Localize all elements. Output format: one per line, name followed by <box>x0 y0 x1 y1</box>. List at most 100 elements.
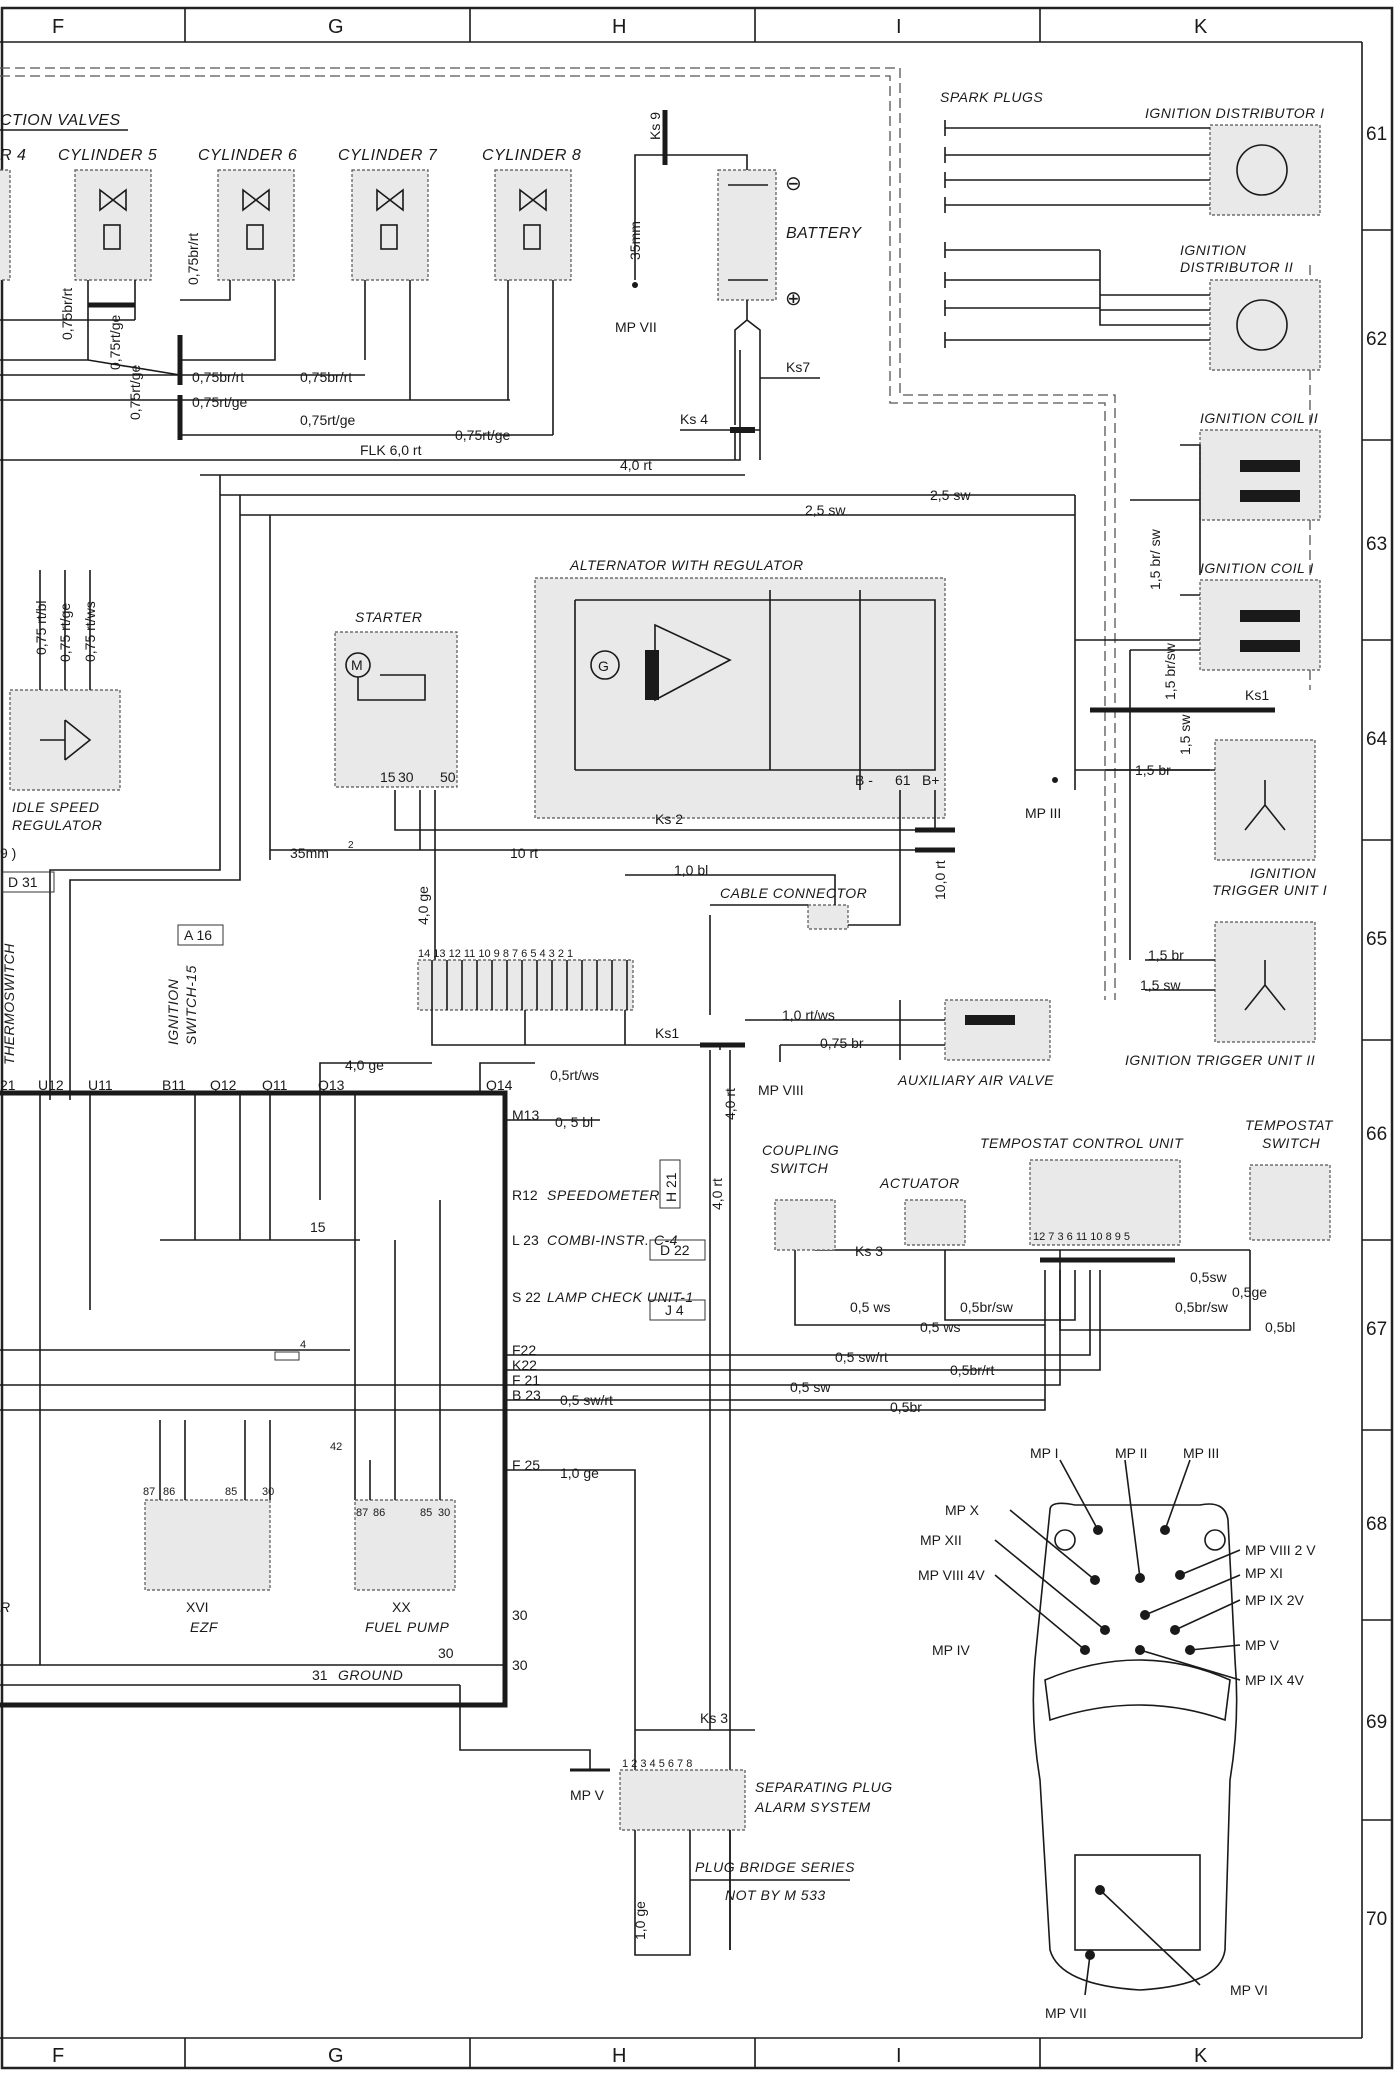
svg-text:F 21: F 21 <box>512 1372 540 1388</box>
svg-text:IGNITION COIL I: IGNITION COIL I <box>1200 560 1314 576</box>
tempostat-wiring <box>505 1249 1251 1411</box>
ignition-coil-1: IGNITION COIL I <box>1199 560 1321 671</box>
ref-j4-box <box>649 1299 706 1321</box>
battery-plus: ⊕ <box>785 288 802 310</box>
bus-31: 31 <box>312 1667 328 1683</box>
ks3-label-lower: Ks 3 <box>700 1710 728 1726</box>
svg-text:IGNITION TRIGGER UNIT II: IGNITION TRIGGER UNIT II <box>1125 1052 1315 1068</box>
ignition-distributor-1: IGNITION DISTRIBUTOR I <box>1145 105 1324 216</box>
mp7-point <box>632 282 638 288</box>
wire-40ge-2: 4,0 ge <box>345 1057 384 1073</box>
wire-075rtbl: 0,75 rt/bl <box>33 601 49 655</box>
svg-text:M: M <box>351 657 363 673</box>
ks1-label-lower: Ks1 <box>655 1025 679 1041</box>
svg-text:IGNITION: IGNITION <box>1180 242 1247 258</box>
wire-075rtws: 0,75 rt/ws <box>82 601 98 662</box>
battery-minus: ⊖ <box>785 173 802 195</box>
mp11-label: MP XI <box>1245 1565 1283 1581</box>
aux-air-wiring <box>745 1000 945 1062</box>
starter-30: 30 <box>398 769 414 785</box>
wire-15brsw-2: 1,5 br/sw <box>1162 642 1178 700</box>
wire-05ge: 0,5ge <box>1232 1284 1267 1300</box>
cable-connector-wiring <box>625 790 901 1015</box>
svg-text:SWITCH: SWITCH <box>1262 1135 1321 1151</box>
wire-35mm-battery: 35mm <box>627 221 643 260</box>
combi-label: COMBI-INSTR. C-4 <box>547 1232 678 1248</box>
svg-text:30: 30 <box>512 1607 528 1623</box>
svg-text:ACTUATOR: ACTUATOR <box>879 1175 960 1191</box>
ks3-label-upper: Ks 3 <box>855 1243 883 1259</box>
svg-text:EZF: EZF <box>190 1619 219 1635</box>
svg-text:F 25: F 25 <box>512 1457 540 1473</box>
wire-15br-2: 1,5 br <box>1148 947 1184 963</box>
ezf-relay: 87 86 85 30 XVI EZF <box>143 1486 274 1635</box>
ref-d22: D 22 <box>660 1242 690 1258</box>
injection-valves-title: CTION VALVES <box>0 112 121 129</box>
frag-r: R <box>0 1599 11 1615</box>
wire-075br: 0,75 br <box>820 1035 864 1051</box>
wire-075brrt-v: 0,75br/rt <box>185 233 201 285</box>
battery: ⊖ ⊕ BATTERY <box>634 110 862 460</box>
alt-bminus: B - <box>855 772 873 788</box>
wire-075rtge-h1: 0,75rt/ge <box>192 394 247 410</box>
svg-text:XX: XX <box>392 1599 411 1615</box>
svg-text:1 2 3 4 5 6 7 8: 1 2 3 4 5 6 7 8 <box>622 1758 692 1770</box>
tempostat-switch: TEMPOSTAT SWITCH <box>1245 1117 1333 1241</box>
mp3-label: MP III <box>1025 805 1061 821</box>
wire-100rt: 10,0 rt <box>932 860 948 900</box>
starter-15: 15 <box>380 769 396 785</box>
sep-plug-wiring <box>634 1830 731 1956</box>
wire-25sw-1: 2,5 sw <box>805 502 846 518</box>
col-label-g-bottom: G <box>328 2045 344 2067</box>
svg-text:BATTERY: BATTERY <box>786 225 862 242</box>
wire-10rt: 10 rt <box>510 845 538 861</box>
wire-05sw: 0,5sw <box>1190 1269 1227 1285</box>
svg-text:S 22: S 22 <box>512 1289 541 1305</box>
coil-wiring <box>1130 444 1201 651</box>
svg-text:SWITCH: SWITCH <box>770 1160 829 1176</box>
ref-j4: J 4 <box>665 1302 684 1318</box>
col-label-k-bottom: K <box>1194 2045 1208 2067</box>
mpv-ground-wire <box>459 1685 591 1770</box>
mp1-label: MP I <box>1030 1445 1059 1461</box>
svg-text:CABLE CONNECTOR: CABLE CONNECTOR <box>720 885 867 901</box>
idle-speed-regulator: IDLE SPEED REGULATOR <box>9 689 121 833</box>
svg-text:IGNITION COIL II: IGNITION COIL II <box>1200 410 1318 426</box>
relay-wiring <box>159 1200 441 1500</box>
spark-plugs-title: SPARK PLUGS <box>940 89 1043 105</box>
ignition-coil-2: IGNITION COIL II <box>1199 410 1321 521</box>
auxiliary-air-valve: AUXILIARY AIR VALVE <box>897 999 1054 1088</box>
wire-35mm-sup: 2 <box>348 840 354 851</box>
col-label-i-bottom: I <box>896 2045 902 2067</box>
col-label-g: G <box>328 16 344 38</box>
svg-text:COUPLING: COUPLING <box>762 1142 839 1158</box>
trigger-wiring <box>1105 650 1215 991</box>
ks1-label-upper: Ks1 <box>1245 687 1269 703</box>
ign-switch-l2: SWITCH-15 <box>183 965 199 1045</box>
pin-b11: B11 <box>162 1077 186 1093</box>
actuator: ACTUATOR <box>879 1175 966 1246</box>
ks4-label: Ks 4 <box>680 411 708 427</box>
lamp-check-label: LAMP CHECK UNIT-1 <box>547 1289 694 1305</box>
svg-text:B 23: B 23 <box>512 1387 541 1403</box>
wire-flk: FLK 6,0 rt <box>360 442 422 458</box>
wire-075brrt-h2: 0,75br/rt <box>300 369 352 385</box>
starter-50: 50 <box>440 769 456 785</box>
svg-text:R12: R12 <box>512 1187 538 1203</box>
svg-text:IGNITION: IGNITION <box>1250 865 1317 881</box>
injector-wiring <box>0 280 554 440</box>
svg-text:87: 87 <box>143 1486 155 1498</box>
mp7b-label: MP VII <box>1045 2005 1087 2021</box>
not-by-label: NOT BY M 533 <box>725 1887 826 1903</box>
mp8-label: MP VIII <box>758 1082 804 1098</box>
row-labels: 61 62 63 64 65 66 67 68 69 70 <box>1366 124 1388 1930</box>
wire-075rtge-v: 0,75rt/ge <box>107 315 123 370</box>
col-label-f-bottom: F <box>52 2045 64 2067</box>
row-label-64: 64 <box>1366 729 1388 750</box>
wire-05swrt-2: 0,5 sw/rt <box>835 1349 888 1365</box>
svg-text:86: 86 <box>373 1507 385 1519</box>
svg-text:STARTER: STARTER <box>355 609 423 625</box>
wire-05bl: 0, 5 bl <box>555 1114 593 1130</box>
wire-10ge-2: 1,0 ge <box>632 1901 648 1940</box>
wire-15sw: 1,5 sw <box>1177 714 1193 755</box>
